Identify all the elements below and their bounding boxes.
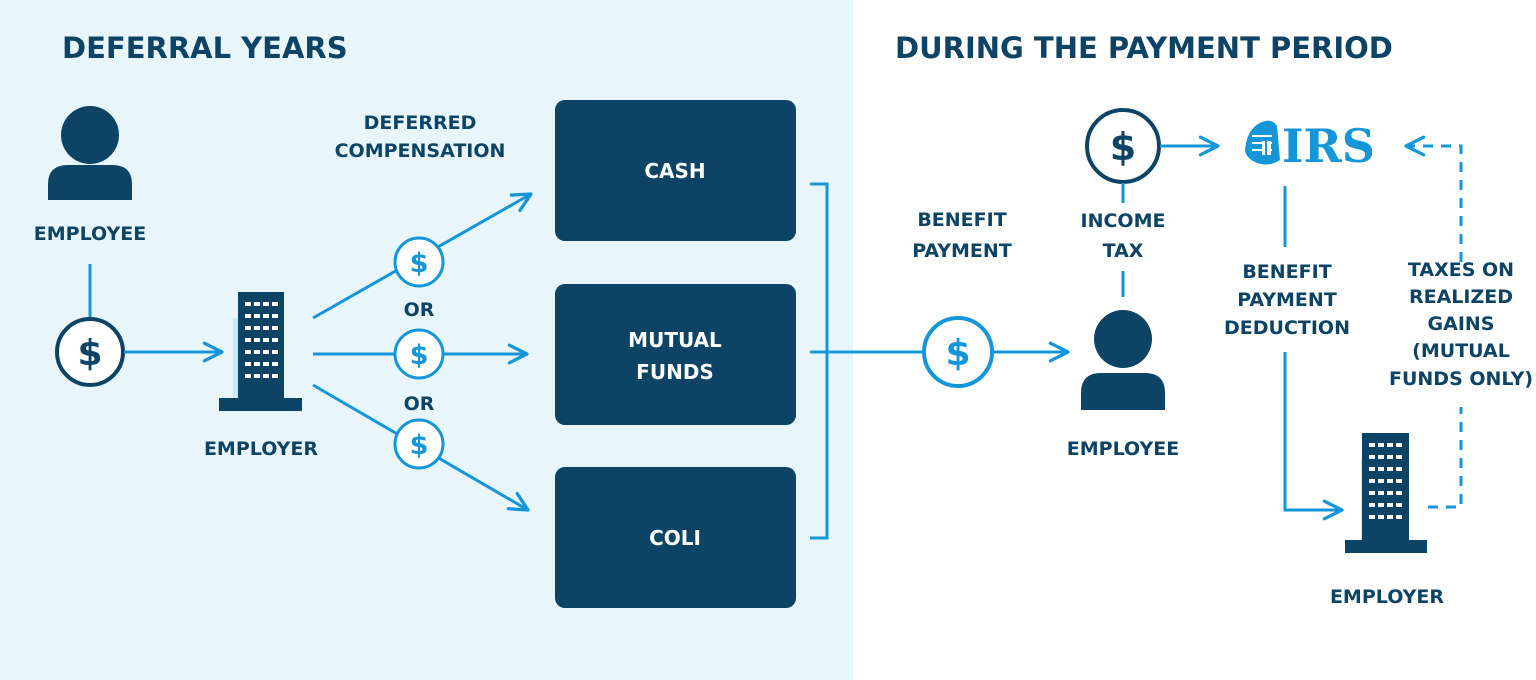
irs-label: IRS (1282, 119, 1375, 173)
benefit-payment-dollar-icon: $ (922, 316, 994, 388)
taxes-label-line4: (MUTUAL (1412, 340, 1510, 362)
coli-box-label: COLI (649, 526, 701, 550)
taxes-dashed-arrow (1404, 135, 1463, 262)
deduction-label-line2: PAYMENT (1237, 289, 1337, 311)
payee-employee-label: EMPLOYEE (1067, 438, 1179, 460)
employee-label: EMPLOYEE (34, 223, 146, 245)
income-tax-dollar-icon: $ (1085, 108, 1161, 184)
mutual-funds-box-label-line2: FUNDS (636, 360, 714, 384)
svg-text:$: $ (410, 248, 429, 279)
deferral-dollar-icon: $ (55, 317, 125, 387)
cash-box (555, 100, 796, 241)
svg-text:$: $ (1110, 125, 1136, 169)
mutual-funds-dollar-icon: $ (393, 328, 445, 380)
taxes-label-line1: TAXES ON (1408, 259, 1514, 281)
taxes-label-line5: FUNDS ONLY) (1389, 368, 1533, 390)
investments-bracket (810, 182, 829, 540)
irs-eagle-icon (1245, 120, 1280, 165)
mutual-funds-box-label-line1: MUTUAL (628, 328, 722, 352)
benefit-payment-label-line2: PAYMENT (912, 240, 1012, 262)
cash-box-label: CASH (644, 159, 705, 183)
deferred-compensation-label-line2: COMPENSATION (335, 140, 506, 162)
deduction-label-line3: DEDUCTION (1224, 317, 1350, 339)
svg-text:$: $ (410, 430, 429, 461)
coli-dollar-icon: $ (393, 418, 445, 470)
coli-box (555, 467, 796, 608)
payee-person-icon (1081, 310, 1165, 410)
payer-employer-label: EMPLOYER (1330, 586, 1444, 608)
svg-text:$: $ (410, 340, 429, 371)
payment-period-title: DURING THE PAYMENT PERIOD (895, 31, 1393, 65)
benefit-payment-label-line1: BENEFIT (917, 209, 1006, 231)
employer-label: EMPLOYER (204, 438, 318, 460)
mutual-funds-box (555, 284, 796, 425)
svg-text:$: $ (945, 333, 970, 374)
cash-dollar-icon: $ (393, 236, 445, 288)
employer-building-icon (219, 292, 302, 411)
taxes-dashed-lower (1428, 407, 1463, 509)
deduction-arrow (1283, 352, 1344, 521)
income-tax-label-line2: TAX (1103, 240, 1144, 262)
or-label-1: OR (404, 299, 435, 321)
income-tax-label-line1: INCOME (1081, 210, 1166, 232)
deferred-compensation-label-line1: DEFERRED (364, 112, 477, 134)
taxes-label-line3: GAINS (1428, 313, 1495, 335)
taxes-label-line2: REALIZED (1409, 286, 1513, 308)
or-label-2: OR (404, 393, 435, 415)
employee-person-icon (48, 106, 132, 200)
deferral-years-title: DEFERRAL YEARS (62, 31, 348, 65)
deduction-label-line1: BENEFIT (1242, 261, 1331, 283)
payer-employer-building-icon (1345, 433, 1427, 553)
svg-text:$: $ (77, 333, 102, 374)
